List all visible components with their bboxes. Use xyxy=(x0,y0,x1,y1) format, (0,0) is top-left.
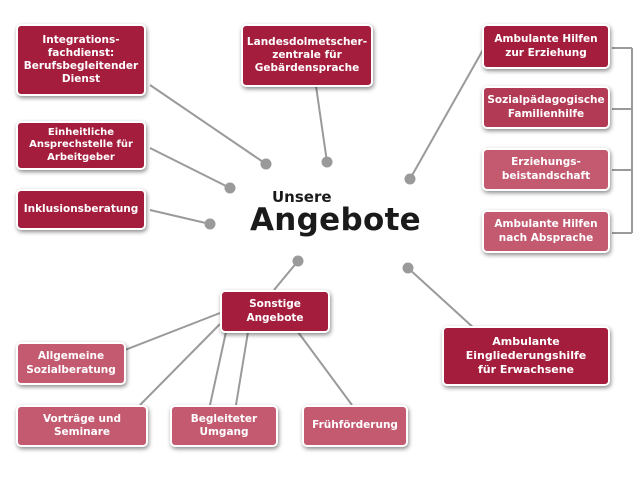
box-vortraege: Vorträge und Seminare xyxy=(16,405,148,447)
box-line: Angebote xyxy=(246,311,304,324)
box-line: Sozialberatung xyxy=(26,363,116,376)
box-inklusionsberatung: Inklusionsberatung xyxy=(16,189,146,230)
box-line: Allgemeine xyxy=(37,350,105,363)
box-line: zur Erziehung xyxy=(505,46,587,59)
box-line: für Erwachsene xyxy=(477,362,575,376)
box-line: Sozialpädagogische xyxy=(487,94,605,107)
box-line: Eingliederungshilfe xyxy=(465,349,587,363)
box-fruehfoerderung: Frühförderung xyxy=(302,405,408,447)
box-line: fachdienst: xyxy=(47,46,115,59)
box-line: Dienst xyxy=(61,73,101,86)
box-sozialberatung: Allgemeine Sozialberatung xyxy=(16,342,126,385)
center-title-small: Unsere xyxy=(272,188,332,206)
center-title: Unsere Angebote xyxy=(250,182,450,252)
box-familienhilfe: Sozialpädagogische Familienhilfe xyxy=(482,86,610,129)
box-line: Begleiteter xyxy=(190,412,258,425)
box-line: zentrale für xyxy=(272,48,342,61)
box-line: nach Absprache xyxy=(498,231,594,244)
box-line: Integrations- xyxy=(42,33,120,46)
box-line: Ansprechstelle für xyxy=(29,139,133,151)
connector-dot xyxy=(404,173,416,185)
box-sonstige-angebote: Sonstige Angebote xyxy=(220,290,330,333)
connector-dot xyxy=(321,156,333,168)
box-ansprechstelle: Einheitliche Ansprechstelle für Arbeitge… xyxy=(16,121,146,170)
box-line: beistandschaft xyxy=(501,169,591,182)
box-line: Umgang xyxy=(199,426,249,438)
box-integrationsfachdienst: Integrations- fachdienst: Berufsbegleite… xyxy=(16,24,146,96)
box-landesdolmetscher: Landesdolmetscher- zentrale für Gebärden… xyxy=(241,24,373,87)
box-erziehungsbeistand: Erziehungs- beistandschaft xyxy=(482,148,610,191)
box-line: Ambulante Hilfen xyxy=(494,33,598,46)
connector-dot xyxy=(260,158,272,170)
box-line: Arbeitgeber xyxy=(47,151,115,163)
box-begleiteter-umgang: Begleiteter Umgang xyxy=(170,405,278,447)
box-line: Inklusionsberatung xyxy=(23,202,139,215)
center-title-big: Angebote xyxy=(250,202,422,238)
box-line: Familienhilfe xyxy=(507,107,585,120)
connector-dot xyxy=(292,255,304,267)
box-line: Seminare xyxy=(53,426,111,438)
connector-dot xyxy=(402,262,414,274)
box-line: Frühförderung xyxy=(312,419,398,432)
box-line: Sonstige xyxy=(249,298,301,311)
box-line: Ambulante Hilfen xyxy=(494,218,598,231)
box-line: Gebärdensprache xyxy=(254,62,360,75)
box-line: Erziehungs- xyxy=(511,156,581,169)
box-line: Einheitliche xyxy=(47,126,115,138)
box-line: Landesdolmetscher- xyxy=(246,35,368,48)
box-eingliederungshilfe: Ambulante Eingliederungshilfe für Erwach… xyxy=(442,326,610,386)
box-line: Ambulante xyxy=(492,335,560,349)
box-line: Berufsbegleitender xyxy=(23,60,139,72)
connector-dot xyxy=(224,182,236,194)
box-ambulante-hilfen-erziehung: Ambulante Hilfen zur Erziehung xyxy=(482,24,610,69)
connector-dot xyxy=(204,218,216,230)
box-line: Vorträge und xyxy=(43,412,121,425)
box-hilfen-absprache: Ambulante Hilfen nach Absprache xyxy=(482,210,610,253)
